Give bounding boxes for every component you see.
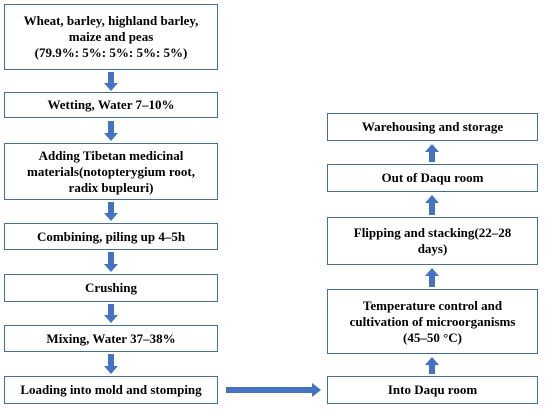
box-loading: Loading into mold and stomping: [4, 376, 218, 404]
box-combining: Combining, piling up 4–5h: [4, 223, 218, 250]
arrow-down-2: [104, 121, 118, 141]
box-temperature-control: Temperature control and cultivation of m…: [327, 289, 538, 354]
arrow-down-5: [104, 304, 118, 323]
arrow-down-4: [104, 252, 118, 272]
arrow-down-3: [104, 202, 118, 221]
arrow-right: [226, 383, 321, 397]
arrow-down-1: [104, 72, 118, 91]
arrow-up-4: [425, 144, 439, 162]
box-raw-materials: Wheat, barley, highland barley, maize an…: [4, 4, 218, 70]
box-wetting: Wetting, Water 7–10%: [4, 92, 218, 118]
box-crushing: Crushing: [4, 274, 218, 302]
box-into-daqu-room: Into Daqu room: [327, 376, 538, 404]
box-adding-medicinal: Adding Tibetan medicinal materials(notop…: [4, 143, 218, 200]
arrow-up-1: [425, 357, 439, 374]
box-flipping-stacking: Flipping and stacking(22–28 days): [327, 217, 538, 265]
arrow-up-2: [425, 268, 439, 287]
box-mixing: Mixing, Water 37–38%: [4, 325, 218, 352]
box-out-of-daqu-room: Out of Daqu room: [327, 164, 538, 192]
arrow-down-6: [104, 354, 118, 374]
arrow-up-3: [425, 195, 439, 215]
box-warehousing: Warehousing and storage: [327, 113, 538, 141]
